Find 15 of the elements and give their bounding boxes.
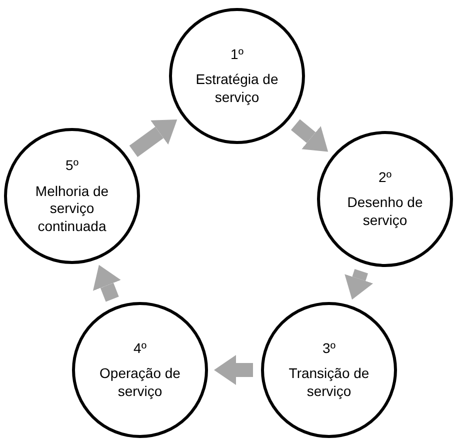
stage-name: Desenho de serviço [346,194,424,230]
block-arrow [129,120,178,157]
step-number: 1º [230,46,244,64]
stage-name: Estratégia de serviço [194,71,280,106]
block-arrow [344,269,374,300]
block-arrow [92,264,121,302]
step-number: 3º [322,340,336,358]
stage-name: Operação de serviço [98,365,182,400]
step-number: 2º [378,168,392,186]
block-arrow [290,119,328,152]
step-number: 4º [134,340,146,358]
stage-name: Melhoria de serviço continuada [34,182,110,235]
step-number: 5º [66,157,78,174]
block-arrow [214,355,253,385]
stage-name: Transição de serviço [288,365,370,400]
